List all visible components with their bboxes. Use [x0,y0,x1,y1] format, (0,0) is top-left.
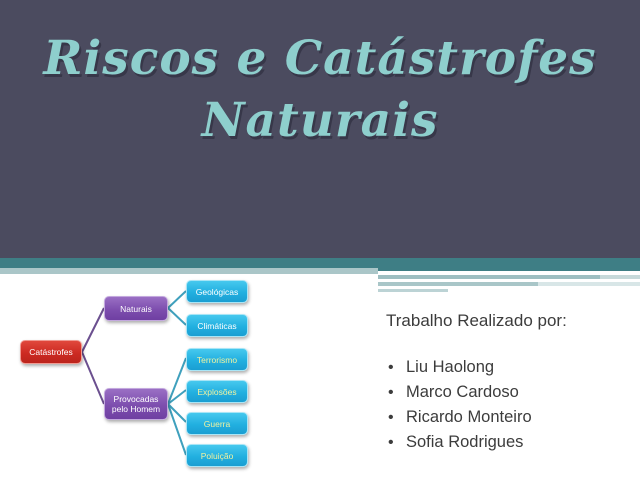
node-label: Catástrofes [29,347,73,357]
stripe-bar-9 [378,289,448,292]
list-item: • Ricardo Monteiro [384,405,532,430]
bullet-icon: • [388,359,394,376]
node-label: Naturais [120,303,152,314]
node-provocadas-pelo-homem[interactable]: Provocadas pelo Homem [104,388,168,420]
node-label: Climáticas [197,320,237,331]
node-label: Explosões [197,386,237,397]
author-name: Marco Cardoso [406,383,519,401]
node-label: Geológicas [195,286,239,297]
node-terrorismo[interactable]: Terrorismo [186,348,248,371]
stripe-bar-6 [378,282,538,286]
node-catastrofes[interactable]: Catástrofes [20,340,82,364]
connector-provocadas-terrorismo [167,357,187,405]
author-name: Sofia Rodrigues [406,433,524,451]
node-poluicao[interactable]: Poluição [186,444,248,467]
header-divider-white [0,274,378,284]
node-climaticas[interactable]: Climáticas [186,314,248,337]
header-divider-teal [0,258,640,268]
authors-list: • Liu Haolong • Marco Cardoso • Ricardo … [384,355,532,455]
stripe-bar-2 [378,271,640,275]
node-explosoes[interactable]: Explosões [186,380,248,403]
catastrophes-tree-diagram: Catástrofes Naturais Provocadas pelo Hom… [0,278,378,480]
bullet-icon: • [388,409,394,426]
stripe-bar-1 [378,258,640,271]
node-geologicas[interactable]: Geológicas [186,280,248,303]
connector-root-naturais [81,307,105,353]
bullet-icon: • [388,384,394,401]
node-label: Poluição [200,450,234,461]
connector-provocadas-guerra [167,403,187,423]
connector-naturais-climaticas [167,307,187,326]
author-name: Liu Haolong [406,358,495,376]
slide-header: Riscos e Catástrofes Naturais [0,0,640,258]
stripe-bar-8 [378,286,640,289]
node-label: Terrorismo [196,354,238,365]
stripe-bar-3 [378,275,600,279]
author-name: Ricardo Monteiro [406,408,532,426]
node-label: Provocadas pelo Homem [111,394,161,414]
connector-provocadas-poluicao [167,403,187,456]
connector-provocadas-explosoes [167,389,187,405]
diagram-connectors [81,290,187,456]
page-title: Riscos e Catástrofes Naturais [43,31,597,148]
bullet-icon: • [388,434,394,451]
connector-root-provocadas [81,351,105,405]
list-item: • Liu Haolong [384,355,532,380]
list-item: • Marco Cardoso [384,380,532,405]
node-label: Guerra [203,418,231,429]
node-guerra[interactable]: Guerra [186,412,248,435]
list-item: • Sofia Rodrigues [384,430,532,455]
stripe-bar-5 [378,279,640,282]
authors-heading: Trabalho Realizado por: [386,311,567,330]
decorative-stripes [378,258,640,292]
stripe-bar-7 [538,282,640,286]
connector-naturais-geologicas [167,290,187,309]
node-naturais[interactable]: Naturais [104,296,168,321]
authors-panel: Trabalho Realizado por: • Liu Haolong • … [378,300,640,480]
stripe-bar-4 [600,275,640,279]
header-divider-pale [0,268,640,274]
